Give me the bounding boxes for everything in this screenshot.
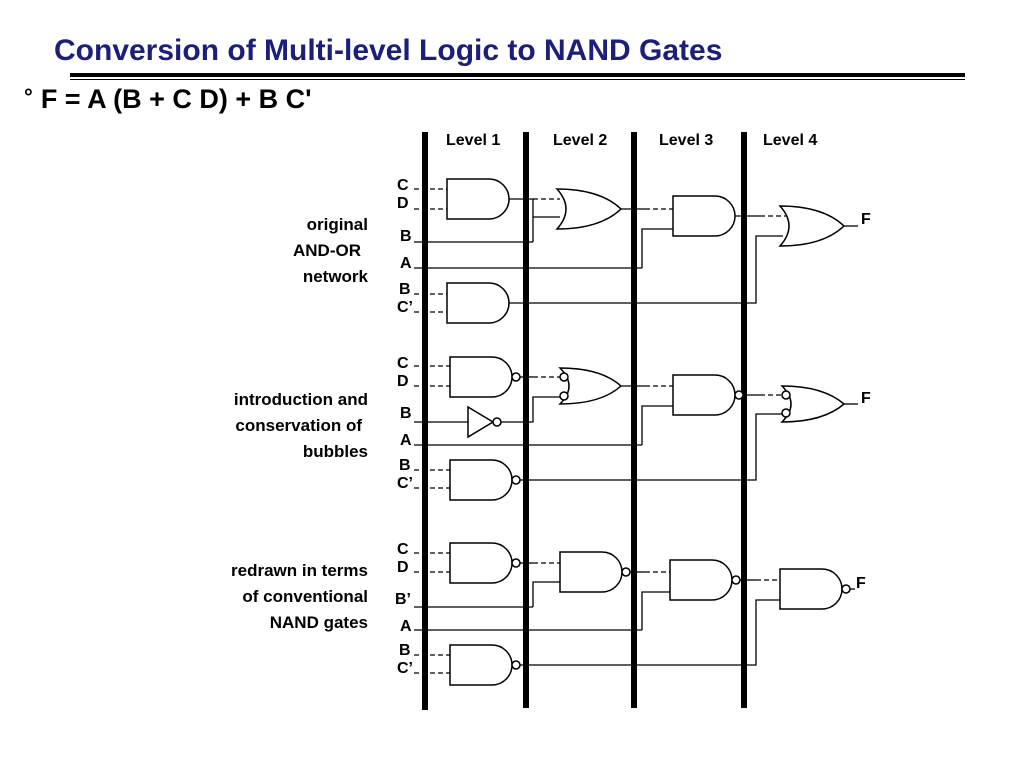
row-label-line: introduction and xyxy=(233,390,368,409)
nand-gate xyxy=(449,644,513,686)
or-gate xyxy=(555,188,623,230)
nand-gate xyxy=(779,568,843,610)
inversion-bubble xyxy=(492,417,502,427)
output-label: F xyxy=(861,390,871,407)
inversion-bubble xyxy=(621,567,631,577)
diagram-row-original: C D B A B C’ F xyxy=(397,177,871,324)
title-rule xyxy=(70,73,965,77)
level-heading: Level 4 xyxy=(763,132,817,149)
and-gate xyxy=(446,178,510,220)
row-label-line: conservation of xyxy=(235,416,362,435)
inversion-bubble xyxy=(559,391,569,401)
row-label-line: NAND gates xyxy=(269,613,368,632)
input-label: C xyxy=(397,177,409,194)
input-label: A xyxy=(400,618,412,635)
input-label: B xyxy=(400,228,412,245)
nand-gate xyxy=(449,542,513,584)
equation-line: ° F = A (B + C D) + B C' xyxy=(24,84,312,115)
or-gate xyxy=(780,385,846,423)
inversion-bubble xyxy=(511,660,521,670)
and-gate xyxy=(446,282,510,324)
and-gate xyxy=(672,195,736,237)
output-label: F xyxy=(856,575,866,592)
slide-title: Conversion of Multi-level Logic to NAND … xyxy=(54,34,723,67)
bullet-icon: ° xyxy=(24,84,33,109)
boolean-equation: F = A (B + C D) + B C' xyxy=(40,84,312,114)
inversion-bubble xyxy=(511,372,521,382)
input-label: C xyxy=(397,541,409,558)
inversion-bubble xyxy=(734,390,744,400)
level-heading: Level 1 xyxy=(446,132,500,149)
input-label: D xyxy=(397,559,409,576)
or-gate xyxy=(558,367,623,405)
or-gate xyxy=(778,205,846,247)
nand-gate xyxy=(449,356,513,398)
level-heading: Level 3 xyxy=(659,132,713,149)
input-label: A xyxy=(400,432,412,449)
level-heading: Level 2 xyxy=(553,132,607,149)
input-label: D xyxy=(397,195,409,212)
inversion-bubble xyxy=(781,408,791,418)
nand-gate xyxy=(672,374,736,416)
inversion-bubble xyxy=(511,558,521,568)
input-label: C’ xyxy=(397,475,413,492)
row-label-line: redrawn in terms xyxy=(231,561,368,580)
input-label: B’ xyxy=(395,591,411,608)
nand-gate xyxy=(559,551,623,593)
row-label-line: network xyxy=(302,267,368,286)
title-rule-thin xyxy=(70,79,965,80)
diagram-row-nand: C D B’ A B C’ F xyxy=(395,541,866,686)
inversion-bubble xyxy=(559,372,569,382)
output-label: F xyxy=(861,211,871,228)
input-label: C’ xyxy=(397,299,413,316)
row-label-nand: redrawn in terms of conventional NAND ga… xyxy=(231,558,368,636)
row-label-line: original xyxy=(306,215,368,234)
row-label-line: bubbles xyxy=(302,442,368,461)
input-label: C’ xyxy=(397,660,413,677)
nand-gate xyxy=(449,459,513,501)
row-label-original: original AND-OR network xyxy=(293,212,368,290)
inversion-bubble xyxy=(731,575,741,585)
row-label-line: AND-OR xyxy=(293,241,361,260)
nand-gate xyxy=(669,559,733,601)
inversion-bubble xyxy=(841,584,851,594)
inversion-bubble xyxy=(511,475,521,485)
input-label: B xyxy=(399,457,411,474)
input-label: B xyxy=(400,405,412,422)
row-label-bubbles: introduction and conservation of bubbles xyxy=(234,387,368,465)
input-label: D xyxy=(397,373,409,390)
inversion-bubble xyxy=(781,390,791,400)
row-label-line: of conventional xyxy=(242,587,368,606)
diagram-row-bubbles: C D B A B C’ F xyxy=(397,355,871,501)
input-label: C xyxy=(397,355,409,372)
inverter-gate xyxy=(467,405,495,439)
input-label: B xyxy=(399,281,411,298)
input-label: A xyxy=(400,255,412,272)
input-label: B xyxy=(399,642,411,659)
